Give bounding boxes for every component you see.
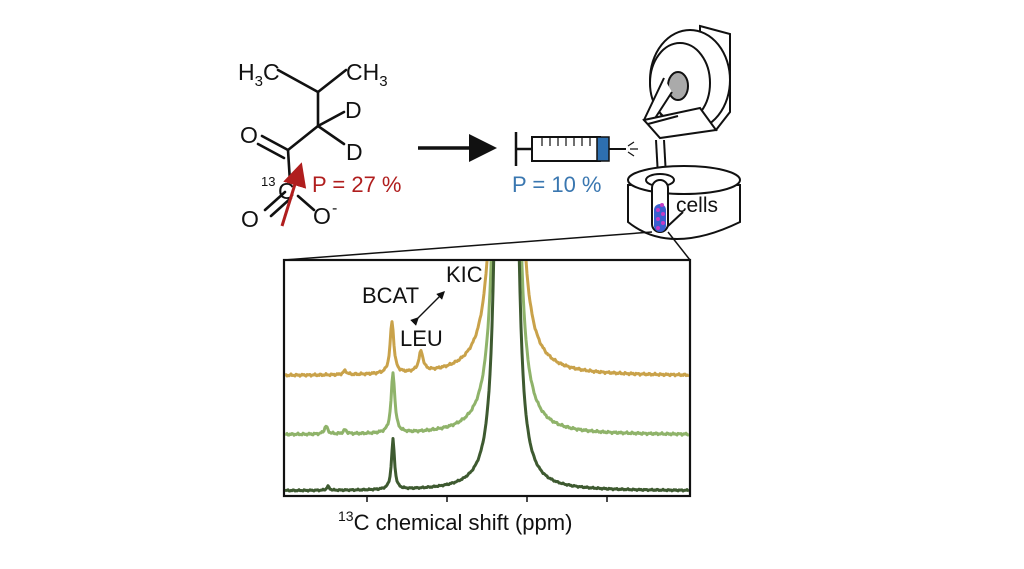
spectrum-trace-top [285,261,689,378]
dissolution-device-icon [642,24,731,177]
cell-holder-icon [627,165,741,240]
x-axis-label: 13C chemical shift (ppm) [338,508,572,535]
cell-dots [656,203,665,230]
spectrum-trace-bottom [285,261,689,493]
molecule-structure: H3C CH3 D D O 13 C O O - [238,59,388,232]
polarization-arrow [280,162,307,227]
spectrum-panel: BCAT KIC LEU [282,258,692,502]
syringe-plunger [596,136,610,162]
carboxylate-charge: - [332,200,337,217]
polarization-syringe-label: P = 10 % [512,172,602,197]
carboxylate-oxygen-label: O [313,203,331,229]
peak-label-leu: LEU [400,326,443,351]
spectrum-frame [282,258,692,498]
cells-label: cells [676,194,718,217]
syringe-icon [514,132,638,166]
deuterium-label-top: D [345,97,362,123]
peak-label-bcat: BCAT [362,283,419,308]
h3c-label: H3C [238,59,280,90]
carbonyl-oxygen-label: O [240,122,258,148]
polarization-molecule-label: P = 27 % [312,172,402,197]
molecule-bonds [256,68,348,218]
isotope-superscript: 13 [261,174,275,189]
x-axis-ticks [366,496,608,502]
ch3-label: CH3 [346,59,388,90]
spectrum-trace-middle [285,261,689,437]
carboxyl-oxygen-label: O [241,206,259,232]
zoom-line-right [667,231,691,261]
zoom-line-left [283,231,653,261]
conversion-arrow [410,291,445,326]
deuterium-label-bottom: D [346,139,363,165]
peak-label-kic: KIC [446,262,483,287]
